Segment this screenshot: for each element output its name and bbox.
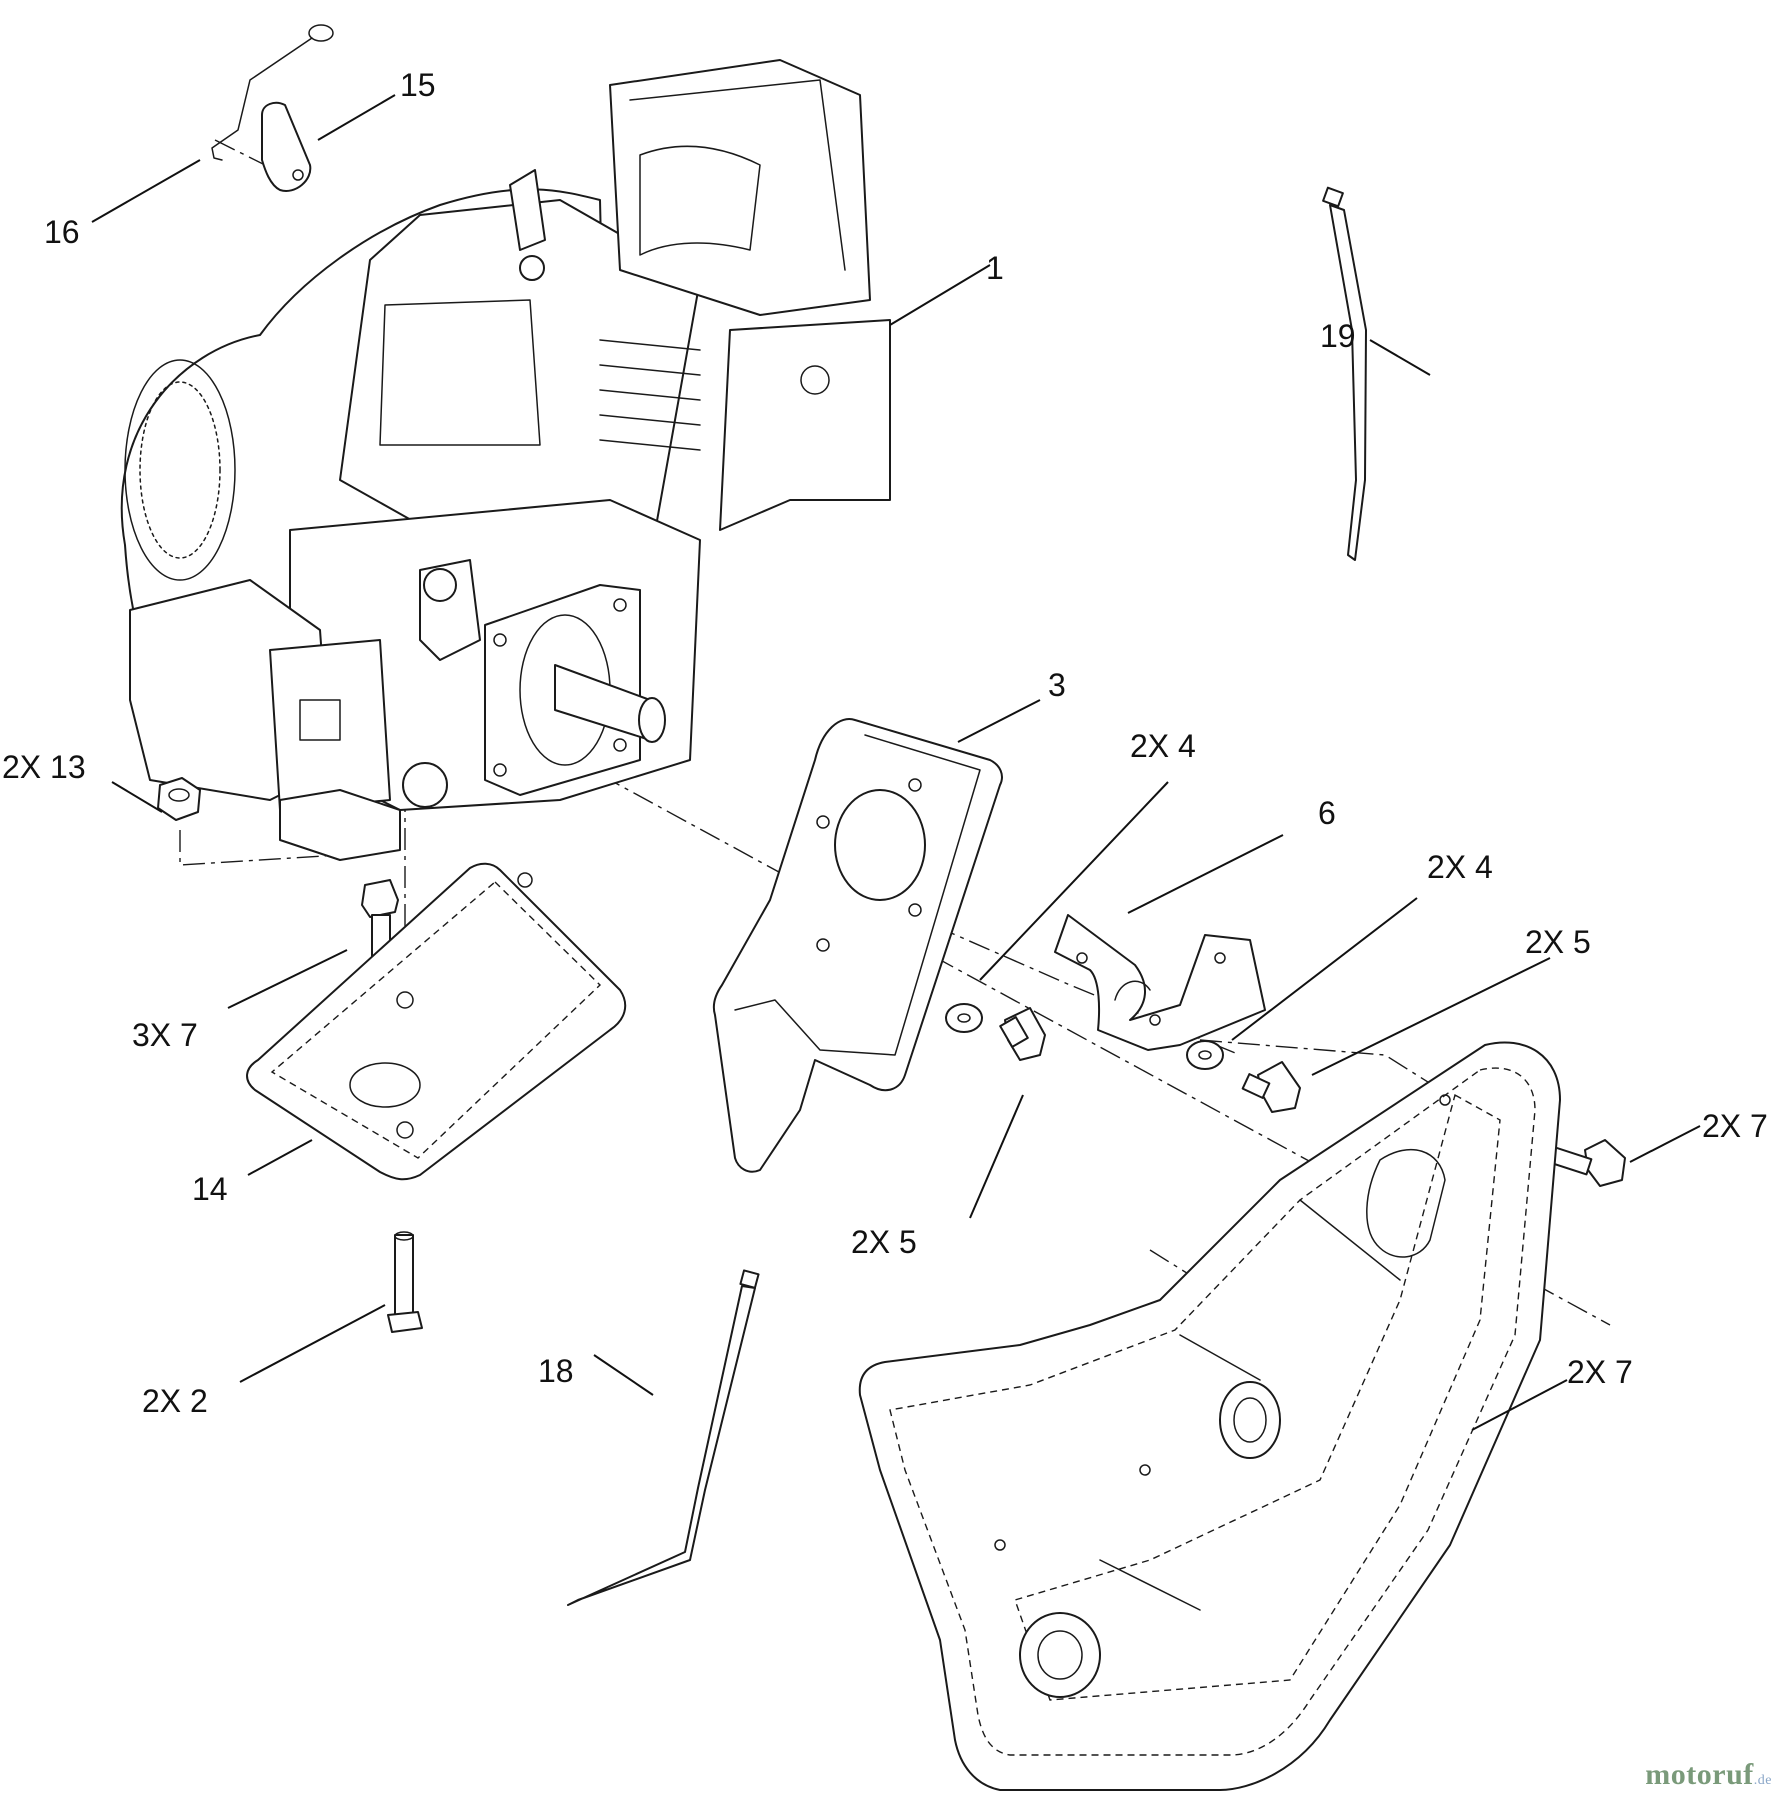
engine-base-plate-part-14: [246, 862, 627, 1181]
bolt-part-2: [387, 1231, 423, 1333]
cable-tie-part-19: [1322, 186, 1367, 561]
callout-part-14: 14: [192, 1171, 228, 1207]
callout-part-2: 2X 2: [142, 1383, 208, 1419]
nut-part-13: [157, 777, 201, 821]
callout-part-13: 2X 13: [2, 749, 86, 785]
bracket-part-6: [1054, 914, 1266, 1051]
callout-part-4-right: 2X 4: [1427, 849, 1493, 885]
callout-part-7-upper-right: 2X 7: [1702, 1108, 1768, 1144]
callout-part-7-vertical: 3X 7: [132, 1017, 198, 1053]
callout-part-16: 16: [44, 214, 80, 250]
callout-part-6: 6: [1318, 795, 1336, 831]
callout-part-19: 19: [1320, 318, 1356, 354]
callout-part-7-lower-right: 2X 7: [1567, 1354, 1633, 1390]
callout-part-5-left: 2X 5: [851, 1224, 917, 1260]
callout-part-18: 18: [538, 1353, 574, 1389]
washer-part-4-right: [1186, 1040, 1224, 1070]
callout-part-3: 3: [1048, 667, 1066, 703]
watermark-logo: motoruf.de: [1645, 1758, 1772, 1792]
watermark-suffix: .de: [1753, 1773, 1772, 1788]
cable-tie-part-18: [567, 1269, 760, 1606]
dipstick-wire-part-16: [211, 24, 334, 161]
belt-cover-housing: [858, 1041, 1561, 1791]
leader-lines: [91, 94, 1701, 1431]
callout-part-1: 1: [986, 250, 1004, 286]
engine-assembly: [120, 59, 891, 861]
bolt-part-5-right: [1241, 1061, 1301, 1113]
watermark-brand: motoruf: [1645, 1758, 1754, 1791]
callout-part-4-left: 2X 4: [1130, 728, 1196, 764]
bolt-part-5-left: [999, 1007, 1046, 1061]
dipstick-clip-part-15: [261, 101, 312, 192]
gasket-plate-part-3: [712, 718, 1003, 1173]
washer-part-4-left: [945, 1003, 983, 1033]
callout-part-5-right: 2X 5: [1525, 924, 1591, 960]
callout-part-15: 15: [400, 67, 436, 103]
callout-labels: 1 15 16 19 3 2X 13 2X 4 6 2X 4 2X 5 3X 7…: [2, 67, 1768, 1419]
